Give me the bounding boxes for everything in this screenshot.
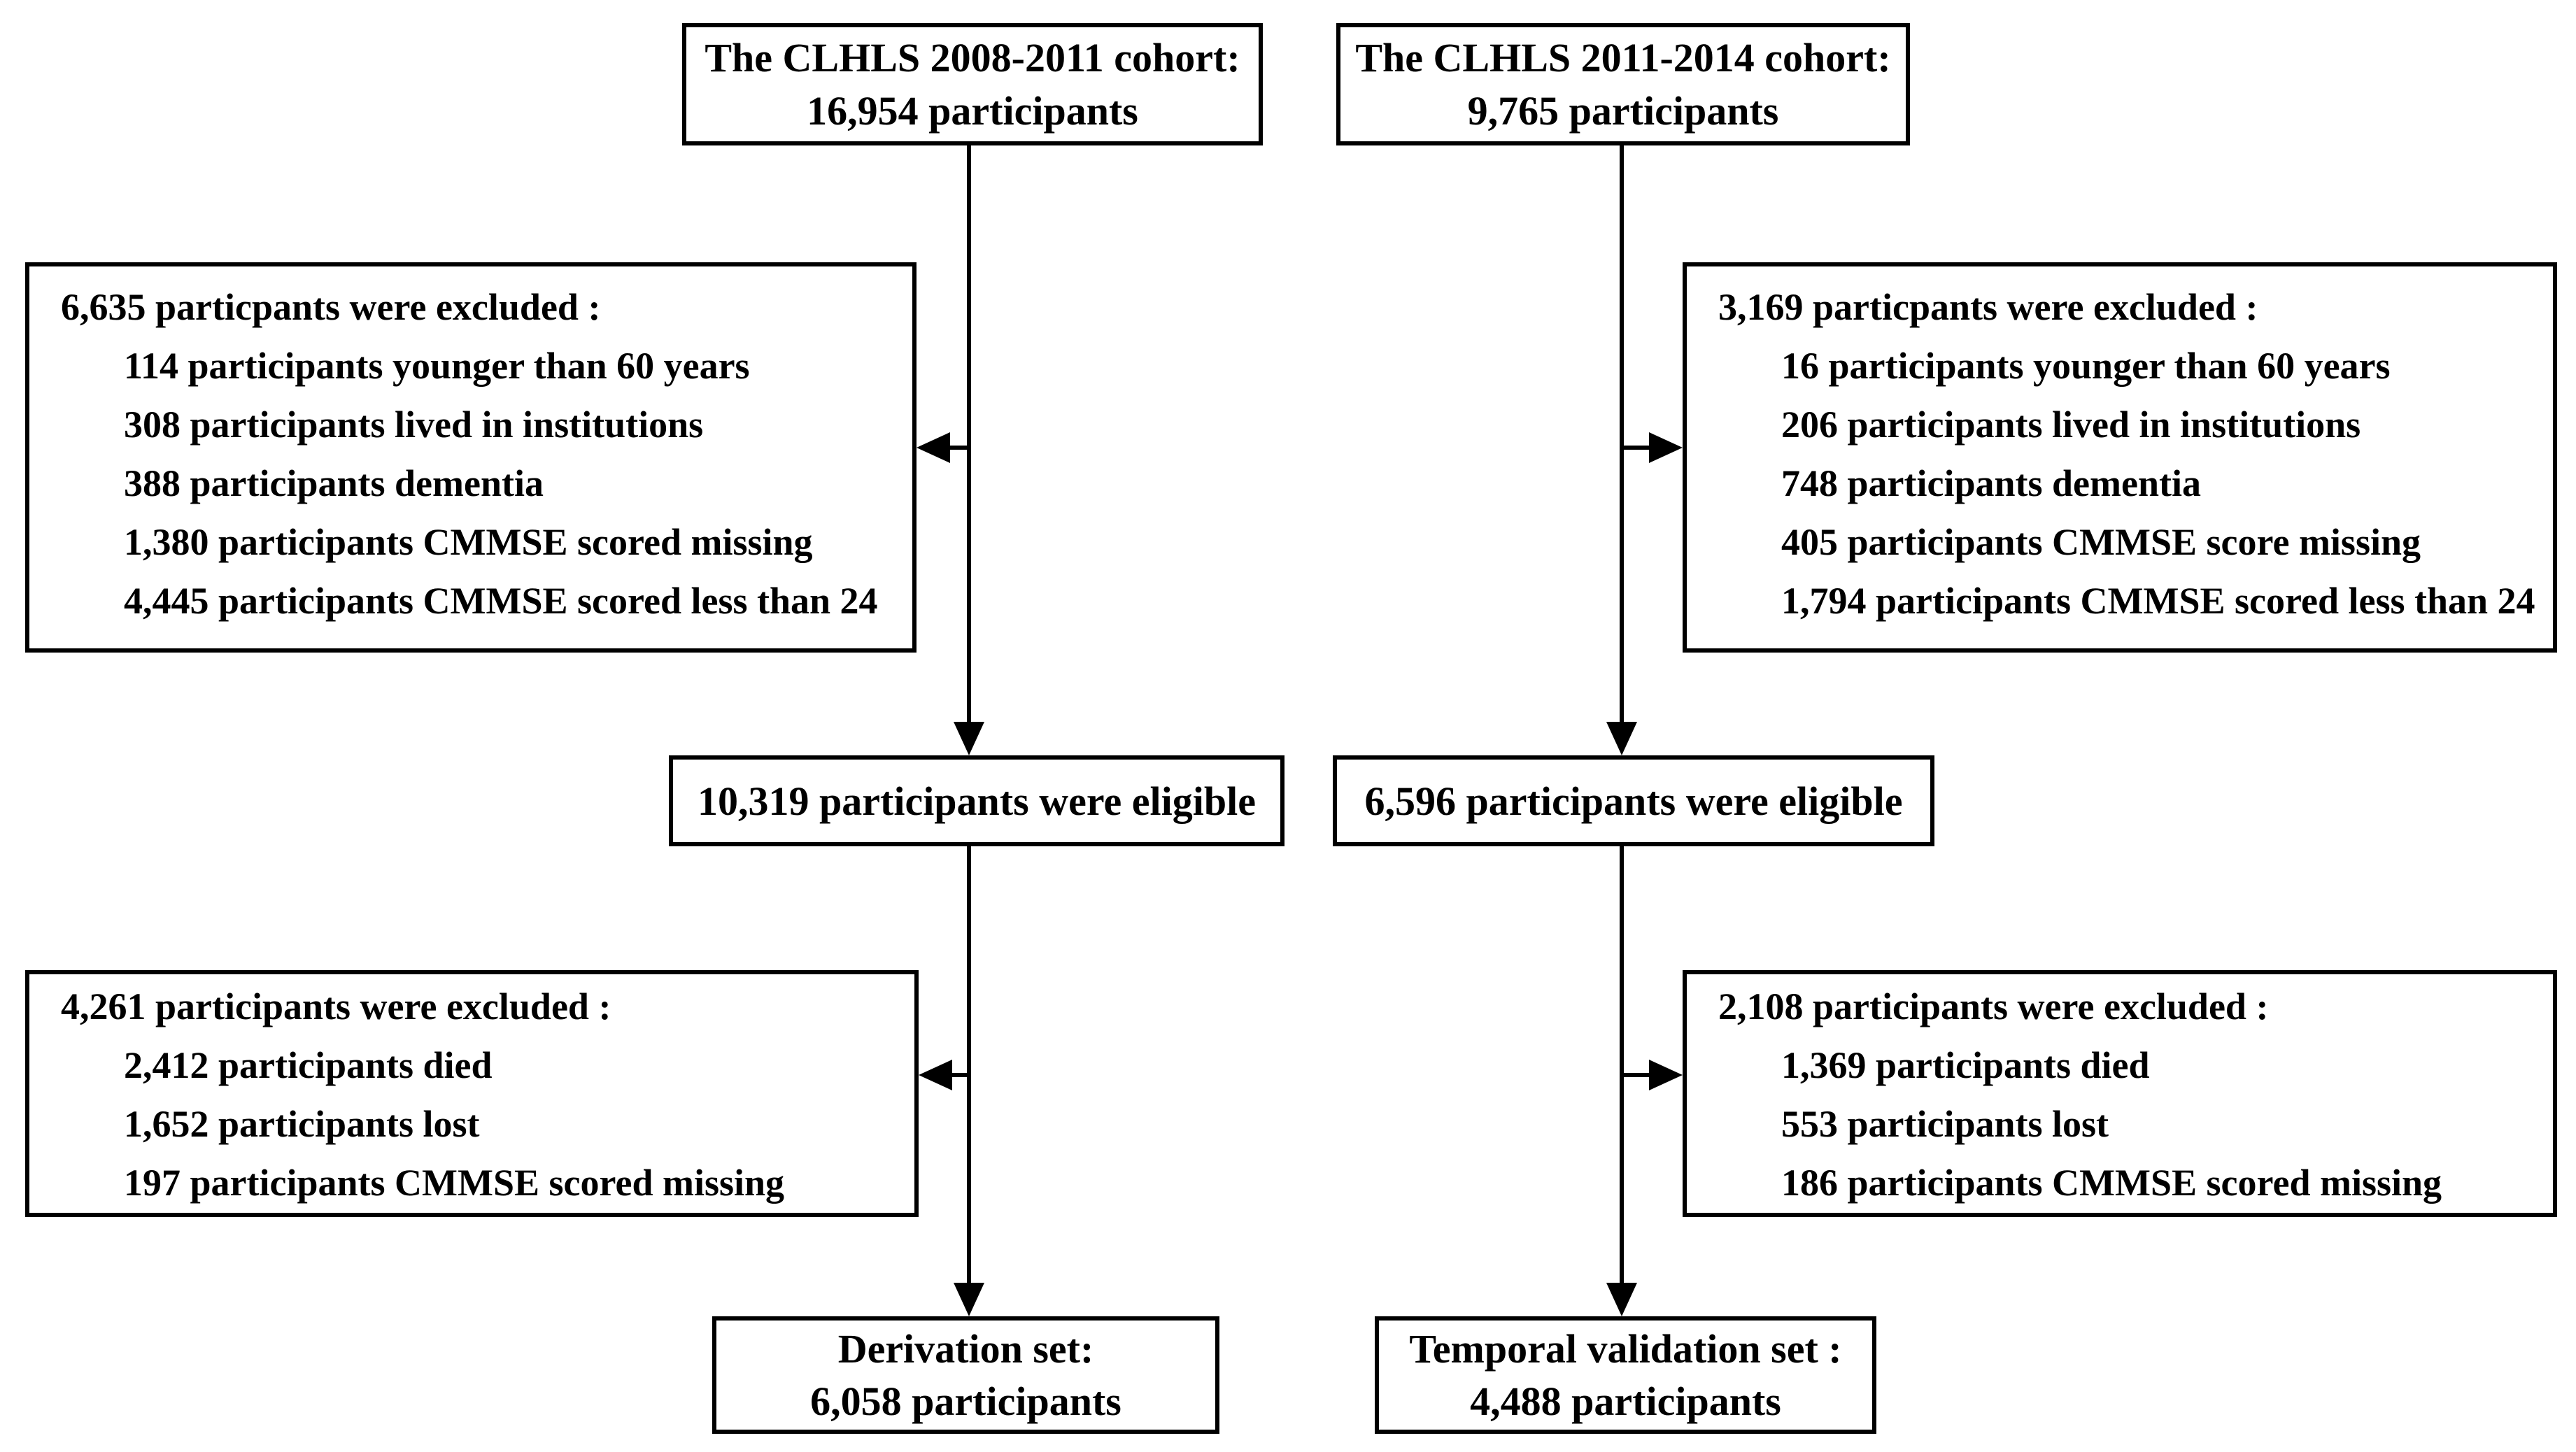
temporal-validation-set-box: Temporal validation set : 4,488 particip… [1375, 1316, 1876, 1434]
flow-line-right-upper [1620, 145, 1624, 727]
cohort-box-2011-2014: The CLHLS 2011-2014 cohort: 9,765 partic… [1336, 23, 1910, 145]
exclusion-item: 553 participants lost [1781, 1103, 2109, 1145]
flow-line-right-lower [1620, 846, 1624, 1287]
exclusion-item: 2,412 participants died [124, 1044, 493, 1086]
exclusion-item: 4,445 participants CMMSE scored less tha… [124, 580, 878, 622]
arrow-down-icon [1606, 1283, 1637, 1316]
exclusion-item: 388 participants dementia [124, 462, 544, 504]
branch-line-left-1 [946, 446, 971, 450]
exclusion-item: 114 participants younger than 60 years [124, 345, 750, 387]
arrow-right-icon [1649, 432, 1683, 463]
cohort-box-2008-2011: The CLHLS 2008-2011 cohort: 16,954 parti… [682, 23, 1263, 145]
derivation-set-box: Derivation set: 6,058 participants [712, 1316, 1219, 1434]
derivation-set-count: 6,058 participants [810, 1378, 1121, 1424]
exclusion-box-left-1: 6,635 particpants were excluded : 114 pa… [25, 262, 917, 653]
exclusion-header: 6,635 particpants were excluded : [61, 286, 601, 328]
exclusion-item: 405 participants CMMSE score missing [1781, 521, 2421, 563]
derivation-set-title: Derivation set: [837, 1326, 1094, 1372]
arrow-right-icon [1649, 1060, 1683, 1090]
eligible-box-right: 6,596 participants were eligible [1333, 755, 1934, 846]
flow-line-left-upper [967, 145, 971, 727]
branch-line-right-2 [1622, 1073, 1651, 1077]
temporal-validation-set-title: Temporal validation set : [1409, 1326, 1842, 1372]
eligible-box-left-text: 10,319 participants were eligible [698, 778, 1256, 824]
cohort-box-2011-2014-count: 9,765 participants [1467, 88, 1779, 134]
cohort-box-2008-2011-count: 16,954 participants [807, 88, 1138, 134]
exclusion-header: 3,169 particpants were excluded : [1718, 286, 2258, 328]
flow-line-left-lower [967, 846, 971, 1287]
exclusion-box-left-2: 4,261 participants were excluded : 2,412… [25, 970, 919, 1217]
cohort-box-2008-2011-title: The CLHLS 2008-2011 cohort: [705, 34, 1240, 80]
exclusion-item: 206 participants lived in institutions [1781, 404, 2361, 446]
exclusion-box-right-2: 2,108 participants were excluded : 1,369… [1683, 970, 2557, 1217]
exclusion-item: 1,794 participants CMMSE scored less tha… [1781, 580, 2535, 622]
exclusion-item: 197 participants CMMSE scored missing [124, 1162, 785, 1204]
exclusion-header: 4,261 participants were excluded : [61, 985, 611, 1027]
arrow-down-icon [954, 1283, 984, 1316]
exclusion-item: 1,380 participants CMMSE scored missing [124, 521, 813, 563]
exclusion-item: 186 participants CMMSE scored missing [1781, 1162, 2442, 1204]
arrow-down-icon [954, 722, 984, 755]
exclusion-item: 748 participants dementia [1781, 462, 2201, 504]
arrow-down-icon [1606, 722, 1637, 755]
cohort-box-2011-2014-title: The CLHLS 2011-2014 cohort: [1355, 34, 1891, 80]
arrow-left-icon [919, 1060, 952, 1090]
arrow-left-icon [917, 432, 950, 463]
eligible-box-right-text: 6,596 participants were eligible [1364, 778, 1903, 824]
exclusion-item: 1,652 participants lost [124, 1103, 480, 1145]
branch-line-right-1 [1622, 446, 1651, 450]
eligible-box-left: 10,319 participants were eligible [669, 755, 1285, 846]
exclusion-item: 1,369 participants died [1781, 1044, 2150, 1086]
exclusion-header: 2,108 participants were excluded : [1718, 985, 2269, 1027]
temporal-validation-set-count: 4,488 participants [1470, 1378, 1781, 1424]
branch-line-left-2 [948, 1073, 971, 1077]
exclusion-item: 16 participants younger than 60 years [1781, 345, 2391, 387]
exclusion-box-right-1: 3,169 particpants were excluded : 16 par… [1683, 262, 2557, 653]
exclusion-item: 308 participants lived in institutions [124, 404, 704, 446]
